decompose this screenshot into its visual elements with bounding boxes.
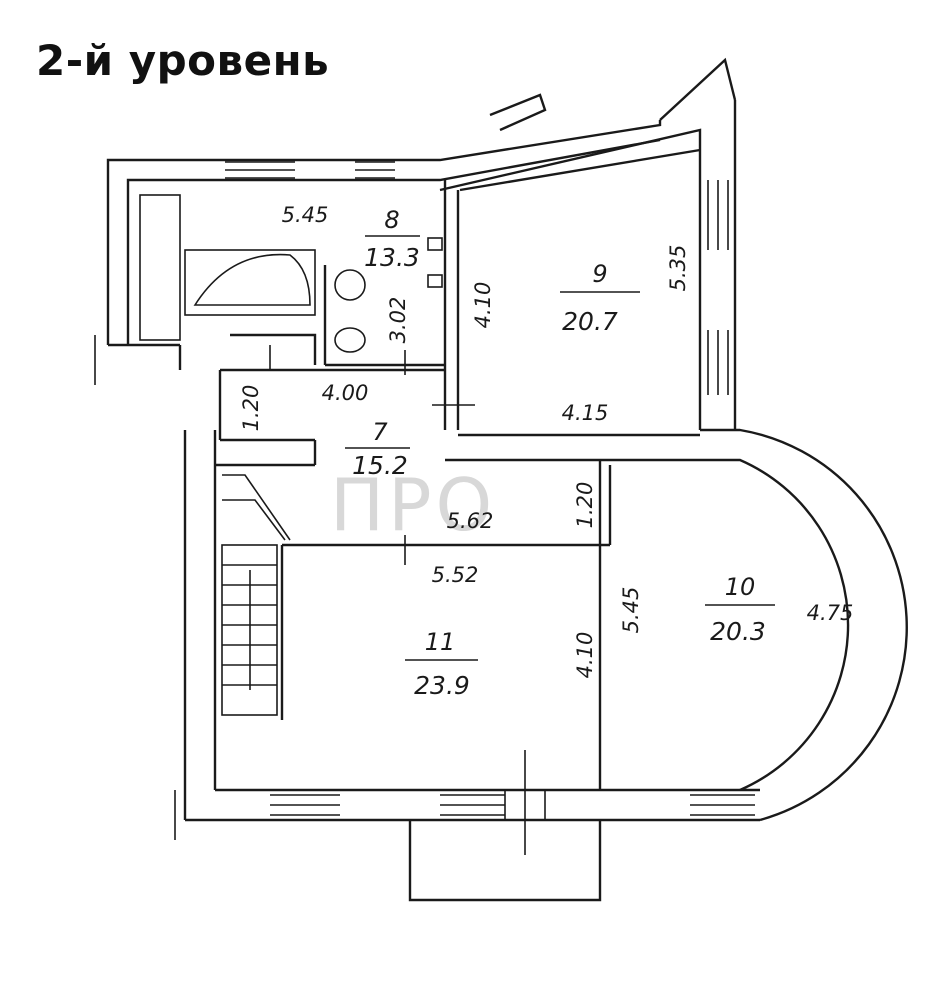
dim-corridor-width: 5.62 <box>447 509 494 533</box>
outer-walls <box>94 57 908 902</box>
window-bottom-1 <box>270 794 340 816</box>
window-bottom-2 <box>440 794 505 816</box>
dim-room11-width: 5.52 <box>432 563 479 587</box>
watermark: ПРО <box>330 463 496 547</box>
window-right-1 <box>707 180 729 250</box>
page-title: 2-й уровень <box>36 36 330 85</box>
room-7-number: 7 <box>372 418 388 446</box>
dim-room10-radius: 4.75 <box>807 601 854 625</box>
windows <box>225 161 755 816</box>
room-10-label: 10 20.3 <box>705 573 775 646</box>
dim-room8-depth: 3.02 <box>386 297 410 344</box>
dim-room9-bottom: 4.15 <box>562 401 609 425</box>
dim-room9-right: 5.35 <box>666 245 690 292</box>
dim-room9-left: 4.10 <box>471 282 495 329</box>
interior-walls <box>215 180 700 790</box>
window-bottom-3 <box>690 794 755 816</box>
dimension-labels: 5.45 3.02 4.10 5.35 4.15 4.00 1.20 5.62 … <box>239 203 853 678</box>
room-11-number: 11 <box>425 628 456 656</box>
room-11-label: 11 23.9 <box>405 628 478 700</box>
room-9-area: 20.7 <box>562 307 618 336</box>
room-8-label: 8 13.3 <box>364 206 420 272</box>
window-right-2 <box>707 330 729 395</box>
room-10-area: 20.3 <box>710 617 766 646</box>
room-11-area: 23.9 <box>414 671 470 700</box>
dim-room10-left: 5.45 <box>619 587 643 634</box>
window-top-2 <box>355 161 395 179</box>
room-7-label: 7 15.2 <box>345 418 410 480</box>
dim-room8-width: 5.45 <box>282 203 329 227</box>
room-8-number: 8 <box>384 206 399 234</box>
room-7-area: 15.2 <box>352 451 408 480</box>
room-8-area: 13.3 <box>364 243 420 272</box>
dim-room11-depth: 4.10 <box>573 632 597 679</box>
dim-corridor-depth: 1.20 <box>573 482 597 529</box>
fixtures <box>139 194 546 855</box>
dim-room7-width: 4.00 <box>322 381 369 405</box>
room-9-number: 9 <box>592 260 607 288</box>
window-top-1 <box>225 161 295 179</box>
room-9-label: 9 20.7 <box>560 260 640 336</box>
room-10-number: 10 <box>725 573 756 601</box>
dim-room7-depth: 1.20 <box>239 385 263 432</box>
